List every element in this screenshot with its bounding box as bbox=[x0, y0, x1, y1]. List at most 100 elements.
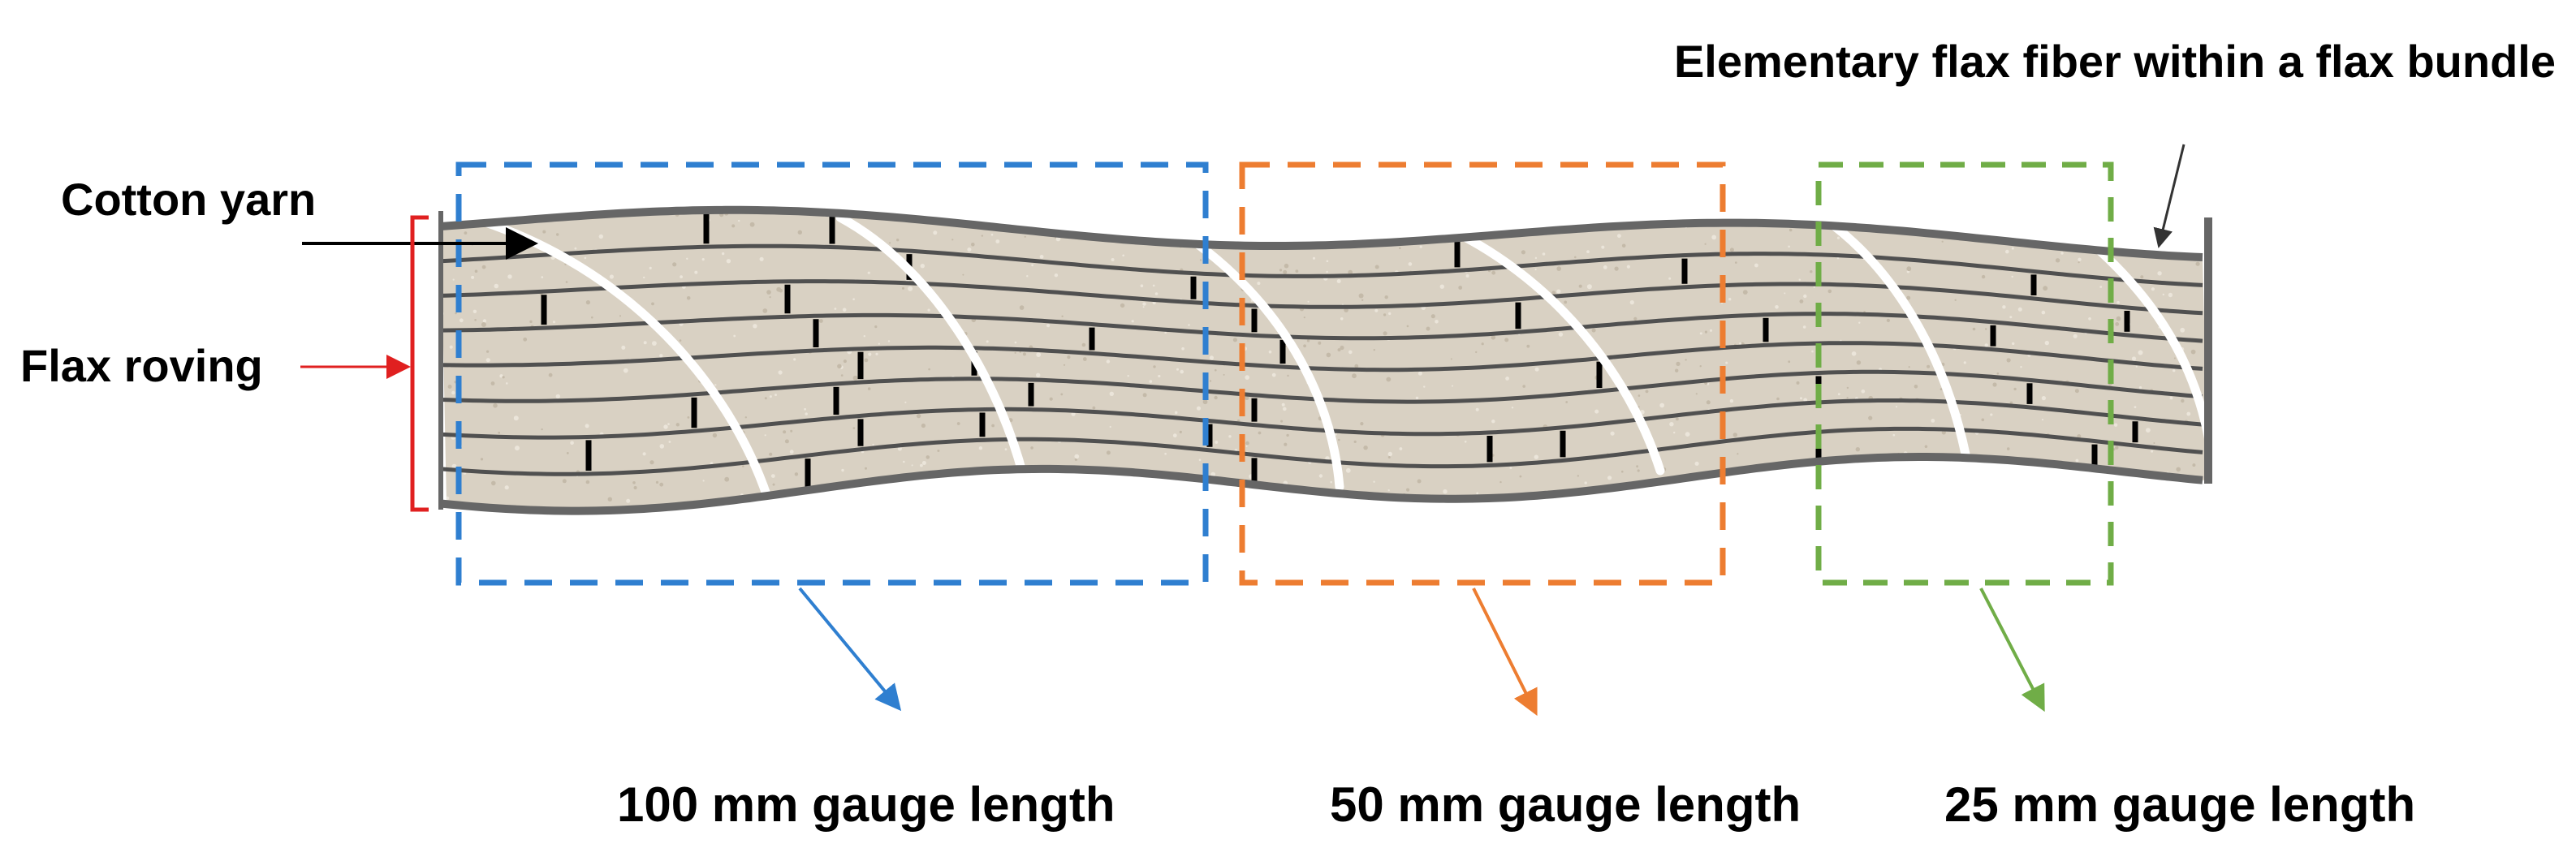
texture-speckle bbox=[841, 468, 844, 472]
texture-speckle bbox=[2077, 434, 2082, 439]
texture-speckle bbox=[2186, 411, 2191, 416]
texture-speckle bbox=[1399, 247, 1401, 250]
texture-speckle bbox=[769, 296, 771, 299]
texture-speckle bbox=[852, 298, 855, 301]
texture-speckle bbox=[1063, 364, 1066, 366]
texture-speckle bbox=[1360, 422, 1364, 426]
texture-speckle bbox=[759, 256, 764, 261]
texture-speckle bbox=[1158, 374, 1161, 378]
texture-speckle bbox=[971, 243, 975, 247]
texture-speckle bbox=[686, 257, 688, 260]
texture-speckle bbox=[937, 450, 940, 452]
texture-speckle bbox=[1659, 403, 1665, 408]
texture-speckle bbox=[585, 300, 591, 305]
texture-speckle bbox=[766, 290, 771, 295]
texture-speckle bbox=[2009, 401, 2013, 405]
texture-speckle bbox=[1800, 397, 1802, 400]
gauge-arrow-100mm bbox=[798, 587, 902, 712]
texture-speckle bbox=[1534, 367, 1539, 372]
texture-speckle bbox=[2138, 350, 2143, 355]
texture-speckle bbox=[2138, 386, 2142, 390]
texture-speckle bbox=[1522, 385, 1525, 388]
texture-speckle bbox=[1739, 342, 1742, 345]
texture-speckle bbox=[506, 382, 508, 385]
texture-speckle bbox=[863, 335, 866, 338]
texture-speckle bbox=[1504, 338, 1509, 342]
texture-speckle bbox=[2192, 463, 2196, 467]
texture-speckle bbox=[493, 403, 498, 408]
texture-speckle bbox=[1387, 456, 1391, 458]
texture-speckle bbox=[1374, 308, 1379, 312]
texture-speckle bbox=[1082, 357, 1087, 361]
texture-speckle bbox=[920, 463, 923, 467]
texture-speckle bbox=[1419, 245, 1422, 248]
texture-speckle bbox=[868, 352, 872, 356]
texture-speckle bbox=[1534, 454, 1539, 459]
texture-speckle bbox=[548, 372, 553, 377]
texture-speckle bbox=[1621, 470, 1624, 473]
texture-speckle bbox=[1074, 454, 1080, 459]
texture-speckle bbox=[793, 358, 796, 361]
texture-speckle bbox=[474, 319, 477, 321]
texture-speckle bbox=[1754, 263, 1758, 268]
texture-speckle bbox=[1475, 351, 1478, 354]
texture-speckle bbox=[1810, 270, 1813, 273]
texture-speckle bbox=[1004, 448, 1008, 451]
gauge-arrow-50mm bbox=[1472, 588, 1538, 717]
texture-speckle bbox=[1534, 268, 1537, 271]
texture-speckle bbox=[649, 460, 654, 465]
texture-speckle bbox=[2115, 446, 2119, 450]
texture-speckle bbox=[1109, 391, 1115, 396]
texture-speckle bbox=[651, 302, 654, 306]
texture-speckle bbox=[1941, 240, 1944, 243]
texture-speckle bbox=[504, 485, 509, 490]
texture-speckle bbox=[921, 423, 926, 428]
texture-speckle bbox=[447, 385, 452, 389]
texture-speckle bbox=[769, 395, 772, 398]
texture-speckle bbox=[2134, 406, 2137, 408]
texture-speckle bbox=[1306, 339, 1310, 342]
texture-speckle bbox=[762, 308, 768, 313]
texture-speckle bbox=[887, 340, 891, 342]
texture-speckle bbox=[2116, 316, 2121, 321]
texture-speckle bbox=[2135, 365, 2138, 368]
texture-speckle bbox=[1704, 330, 1707, 334]
texture-speckle bbox=[1245, 375, 1249, 380]
texture-speckle bbox=[1215, 441, 1219, 444]
texture-speckle bbox=[1836, 256, 1840, 260]
texture-speckle bbox=[2017, 307, 2022, 312]
texture-speckle bbox=[1645, 390, 1649, 394]
texture-speckle bbox=[764, 434, 766, 437]
texture-speckle bbox=[995, 239, 1000, 243]
texture-speckle bbox=[2078, 261, 2080, 264]
texture-speckle bbox=[2041, 310, 2046, 315]
texture-speckle bbox=[1742, 290, 1748, 295]
texture-speckle bbox=[1417, 479, 1422, 484]
texture-speckle bbox=[1439, 284, 1445, 289]
texture-speckle bbox=[1846, 386, 1849, 390]
texture-speckle bbox=[1303, 316, 1305, 319]
texture-speckle bbox=[1152, 284, 1155, 287]
texture-speckle bbox=[1181, 347, 1184, 351]
texture-speckle bbox=[1140, 284, 1144, 288]
texture-speckle bbox=[819, 319, 823, 323]
texture-speckle bbox=[1106, 359, 1111, 364]
texture-speckle bbox=[2131, 356, 2137, 361]
texture-speckle bbox=[663, 424, 668, 429]
texture-speckle bbox=[1452, 385, 1453, 387]
texture-speckle bbox=[1399, 447, 1403, 450]
texture-speckle bbox=[834, 308, 837, 310]
texture-speckle bbox=[2173, 357, 2176, 359]
texture-speckle bbox=[621, 345, 626, 350]
texture-speckle bbox=[1384, 295, 1388, 299]
texture-speckle bbox=[1348, 350, 1353, 355]
texture-speckle bbox=[1621, 243, 1626, 248]
texture-speckle bbox=[1711, 235, 1717, 240]
texture-speckle bbox=[1695, 393, 1698, 395]
label-gauge-100mm: 100 mm gauge length bbox=[617, 777, 1115, 832]
texture-speckle bbox=[1172, 433, 1177, 438]
texture-speckle bbox=[1318, 474, 1323, 478]
texture-speckle bbox=[1633, 316, 1638, 321]
texture-speckle bbox=[731, 224, 736, 228]
texture-speckle bbox=[1245, 445, 1248, 447]
